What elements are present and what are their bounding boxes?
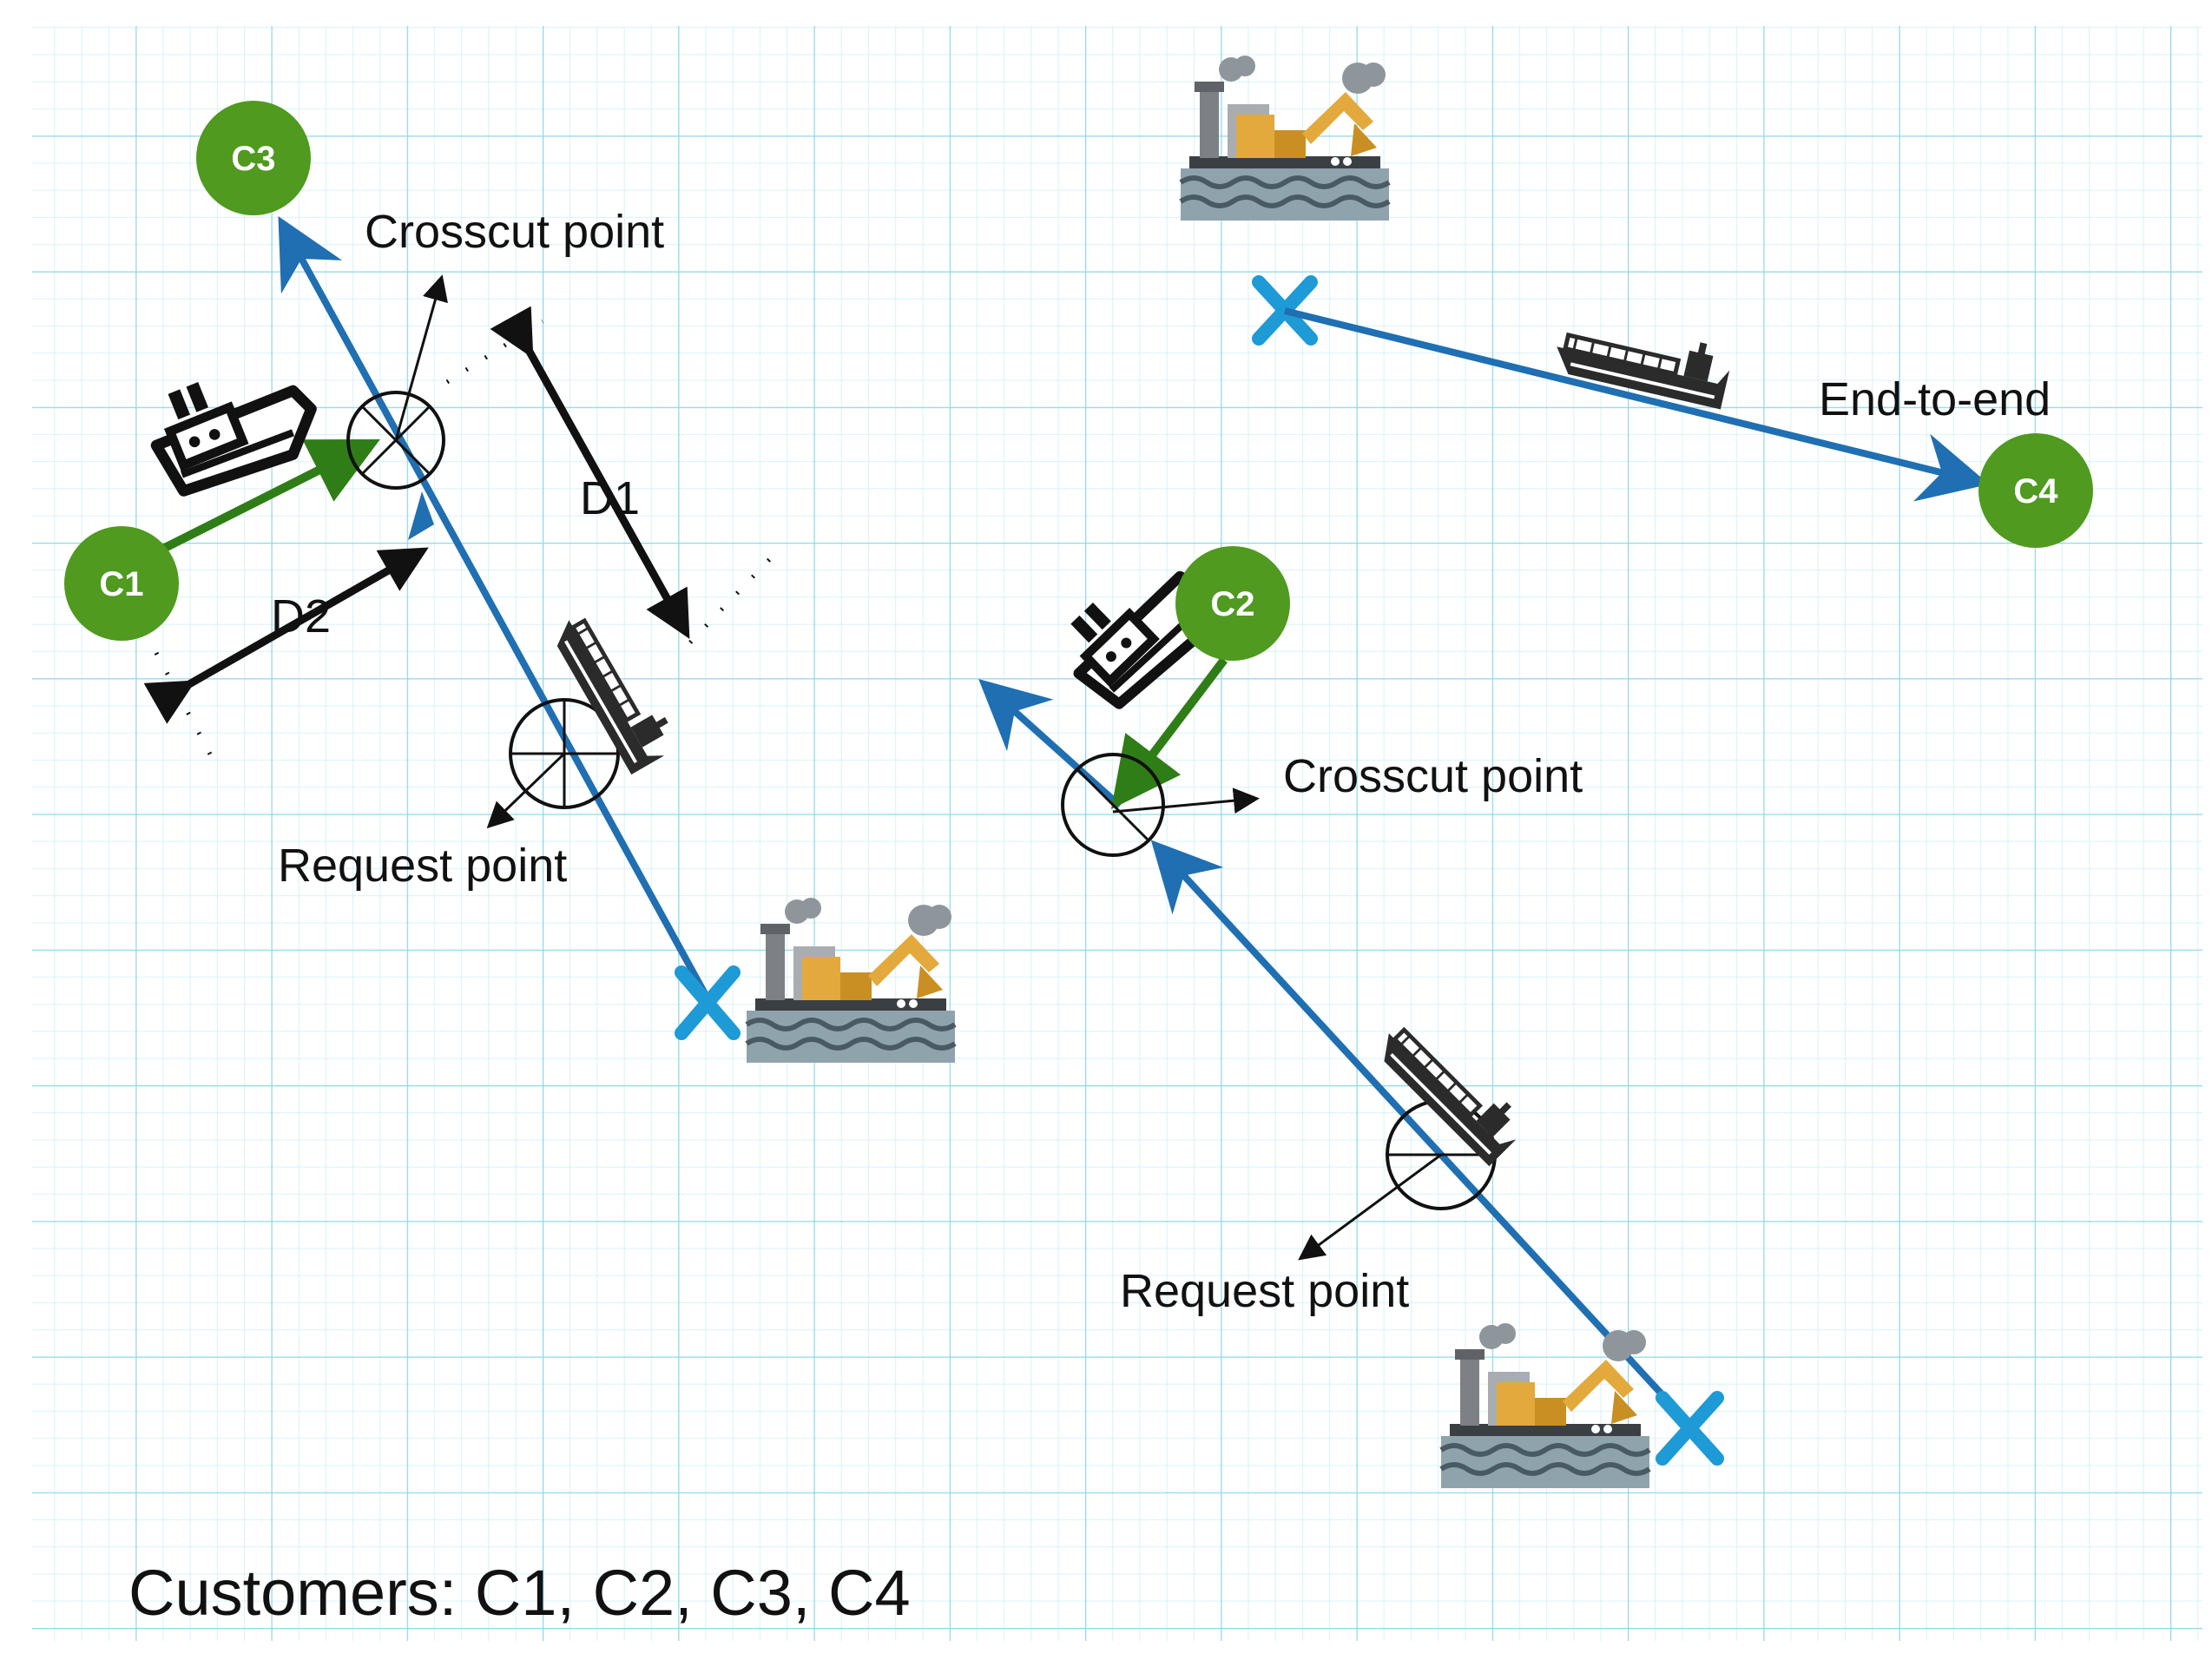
crosscut-circle-right (1061, 753, 1165, 857)
customer-c3-label: C3 (231, 140, 275, 178)
crosscut-point-label-left: Crosscut point (365, 206, 664, 258)
route-port2-to-c4 (1284, 307, 1990, 502)
x-marker-icon (1252, 275, 1318, 346)
segment-c2-to-crosscut (1110, 656, 1228, 809)
customers-caption: Customers: C1, C2, C3, C4 (128, 1557, 911, 1629)
request-point-label-right: Request point (1120, 1265, 1409, 1317)
segment-c1-to-crosscut (147, 438, 380, 560)
customer-c1-label: C1 (99, 565, 143, 603)
d2-label: D2 (271, 590, 331, 642)
d1-label: D1 (580, 472, 640, 524)
end-to-end-label: End-to-end (1819, 373, 2051, 425)
request-left-pointer (486, 752, 566, 829)
customer-c1: C1 (64, 526, 179, 641)
request-right-pointer (1298, 1153, 1442, 1261)
d1-arrow (490, 306, 690, 639)
customer-c4-label: C4 (2013, 472, 2058, 511)
x-marker-icon (1656, 1391, 1724, 1466)
x-marker-icon (675, 965, 741, 1040)
customer-c4: C4 (1978, 433, 2093, 548)
customer-c3: C3 (196, 101, 311, 215)
crosscut-right-pointer (1112, 787, 1260, 814)
customer-c2: C2 (1175, 546, 1290, 661)
route-arrowhead-crosscut-left (408, 491, 434, 540)
d2-arrow (143, 547, 429, 724)
request-point-label-left: Request point (278, 840, 567, 892)
crosscut-left-pointer (394, 274, 448, 441)
route-crosscut-onward (978, 678, 1122, 808)
crosscut-point-label-right: Crosscut point (1283, 750, 1583, 802)
grid-background (32, 26, 2202, 1641)
customer-c2-label: C2 (1210, 585, 1254, 623)
